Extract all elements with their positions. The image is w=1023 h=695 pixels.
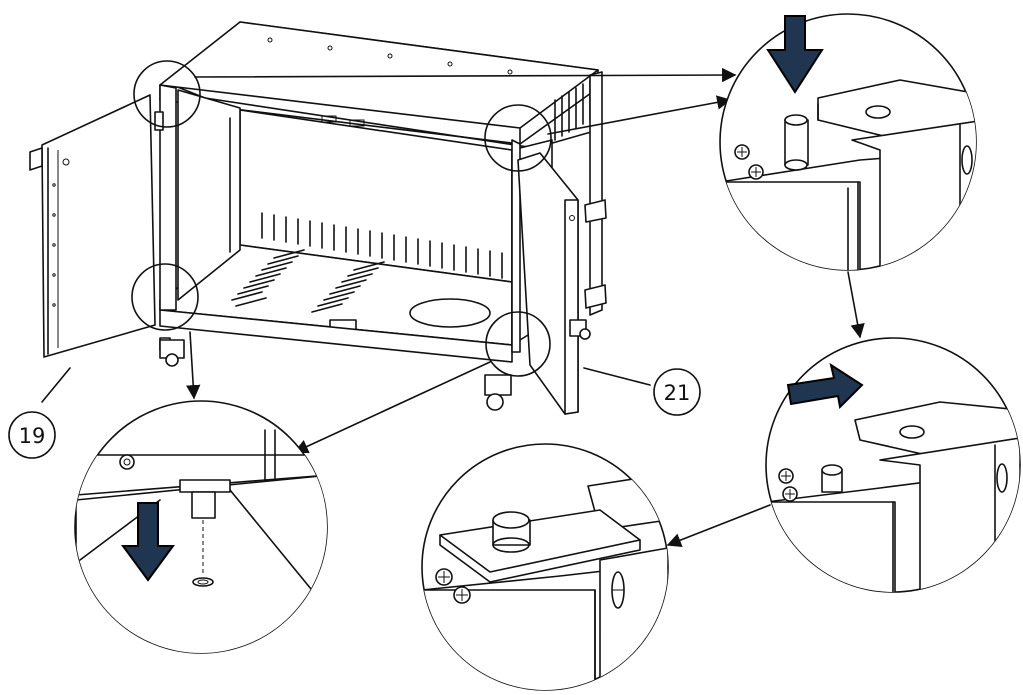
arrow-down-icon bbox=[121, 502, 175, 582]
detail-view-pin-seated bbox=[421, 443, 669, 691]
arrow-down-icon bbox=[766, 15, 824, 94]
callout-21: 21 bbox=[653, 368, 701, 416]
detail-view-pin-alignment bbox=[719, 13, 977, 271]
callout-19: 19 bbox=[8, 411, 56, 459]
highlight-bottom-right bbox=[485, 311, 551, 377]
highlight-top-left bbox=[133, 60, 201, 128]
detail-view-slide-in bbox=[765, 337, 1021, 593]
arrow-right-icon bbox=[786, 362, 864, 410]
callout-19-label: 19 bbox=[19, 424, 46, 448]
detail-highlight-circles bbox=[131, 60, 552, 377]
grill-cart-cabinet bbox=[29, 21, 607, 415]
detail-view-caster-pin bbox=[74, 400, 328, 654]
callout-21-label: 21 bbox=[664, 381, 691, 405]
highlight-top-right bbox=[484, 104, 552, 172]
highlight-bottom-left bbox=[131, 263, 199, 331]
leader-lines bbox=[41, 67, 865, 547]
